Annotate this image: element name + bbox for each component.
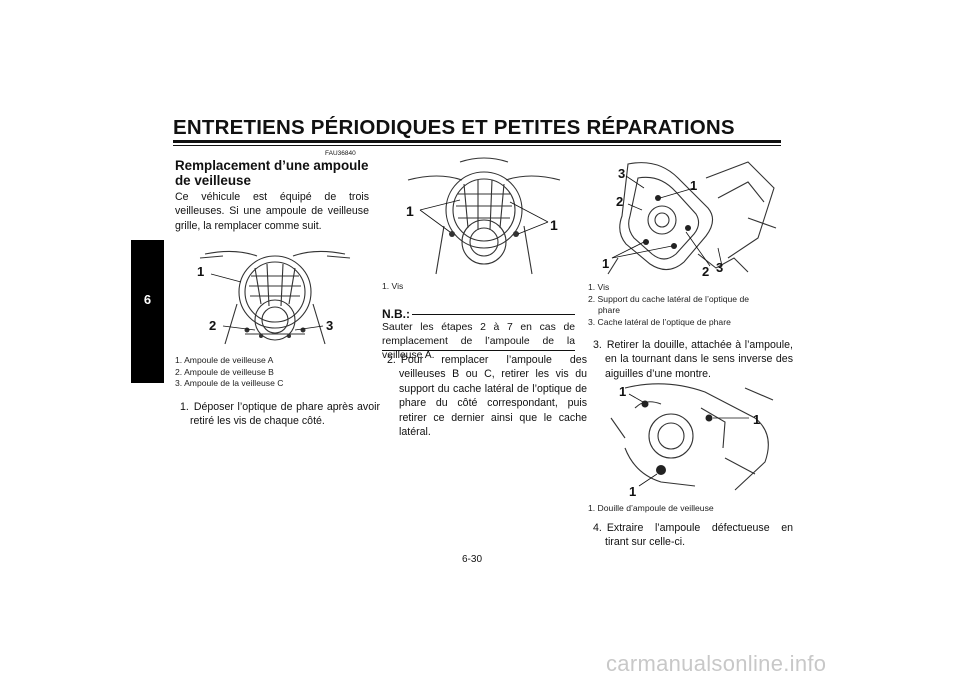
intro-paragraph: Ce véhicule est équipé de trois veilleus…: [175, 191, 369, 232]
figure2-caption: 1. Vis: [382, 281, 403, 293]
section-title-line2: de veilleuse: [175, 173, 251, 188]
caption-item: 3. Ampoule de la veilleuse C: [175, 378, 284, 388]
caption-item: 1. Ampoule de veilleuse A: [175, 355, 274, 365]
caption-item: 3. Cache latéral de l’optique de phare: [588, 316, 731, 327]
callout: 3: [716, 260, 723, 275]
callout: 2: [702, 264, 709, 279]
callout: 1: [406, 203, 414, 219]
callout: 1: [690, 178, 697, 193]
caption-item: 1. Vis: [382, 281, 404, 291]
caption-item: 1. Vis: [588, 282, 610, 292]
step-text: Extraire l’ampoule défectueuse en tirant…: [605, 522, 793, 549]
step-4: 4.Extraire l’ampoule défectueuse en tira…: [593, 521, 793, 550]
callout: 1: [619, 384, 626, 399]
note-text: Sauter les étapes 2 à 7 en cas de rempla…: [382, 322, 575, 361]
callout: 1: [550, 217, 558, 233]
page-number: 6-30: [462, 554, 483, 565]
step-text: Pour remplacer l’ampoule des veilleuses …: [399, 354, 587, 439]
step-number: 4.: [593, 522, 602, 534]
step-number: 2.: [387, 354, 396, 366]
document-code: FAU36840: [325, 150, 356, 157]
step-number: 1.: [180, 401, 189, 413]
note-rule: [412, 314, 575, 315]
callout: 2: [209, 318, 216, 333]
caption-item-continued: phare: [598, 305, 620, 315]
header-rule-thin: [173, 145, 781, 146]
figure4-caption: 1. Douille d’ampoule de veilleuse: [588, 503, 714, 515]
callout: 1: [602, 256, 609, 271]
note-rule-bottom: [382, 350, 575, 351]
header-rule: [173, 140, 781, 143]
callout: 1: [629, 484, 636, 499]
chapter-tab: [131, 240, 164, 383]
section-title-line1: Remplacement d’une ampoule: [175, 158, 369, 173]
step-text: Retirer la douille, attachée à l’ampoule…: [605, 339, 793, 380]
caption-item: 1. Douille d’ampoule de veilleuse: [588, 503, 714, 513]
figure1-caption: 1. Ampoule de veilleuse A 2. Ampoule de …: [175, 355, 375, 390]
step-3: 3.Retirer la douille, attachée à l’ampou…: [593, 338, 793, 381]
callout: 3: [326, 318, 333, 333]
page-title: ENTRETIENS PÉRIODIQUES ET PETITES RÉPARA…: [173, 116, 735, 139]
side-cover-illustration: 3 1 2 1 2 3: [602, 161, 777, 279]
chapter-number: 6: [143, 292, 152, 307]
step-number: 3.: [593, 339, 602, 351]
bulb-socket-illustration: 1 1 1: [610, 383, 774, 499]
figure3-caption: 1. Vis 2. Support du cache latéral de l’…: [588, 282, 783, 328]
watermark: carmanualsonline.info: [606, 651, 827, 676]
step-text: Déposer l’optique de phare après avoir r…: [190, 401, 380, 428]
headlight-front-illustration: 1 2 3: [197, 250, 351, 345]
headlight-screws-illustration: 1 1: [406, 157, 561, 275]
step-2: 2.Pour remplacer l’ampoule des veilleuse…: [387, 353, 587, 439]
caption-item: 2. Ampoule de veilleuse B: [175, 366, 274, 377]
callout: 2: [616, 194, 623, 209]
note-label: N.B.:: [382, 307, 410, 321]
step-1: 1.Déposer l’optique de phare après avoir…: [180, 400, 380, 429]
callout: 3: [618, 166, 625, 181]
caption-item: 2. Support du cache latéral de l’optique…: [588, 293, 750, 304]
callout: 1: [753, 412, 760, 427]
section-title: Remplacement d’une ampoule de veilleuse: [175, 158, 370, 188]
callout: 1: [197, 264, 204, 279]
